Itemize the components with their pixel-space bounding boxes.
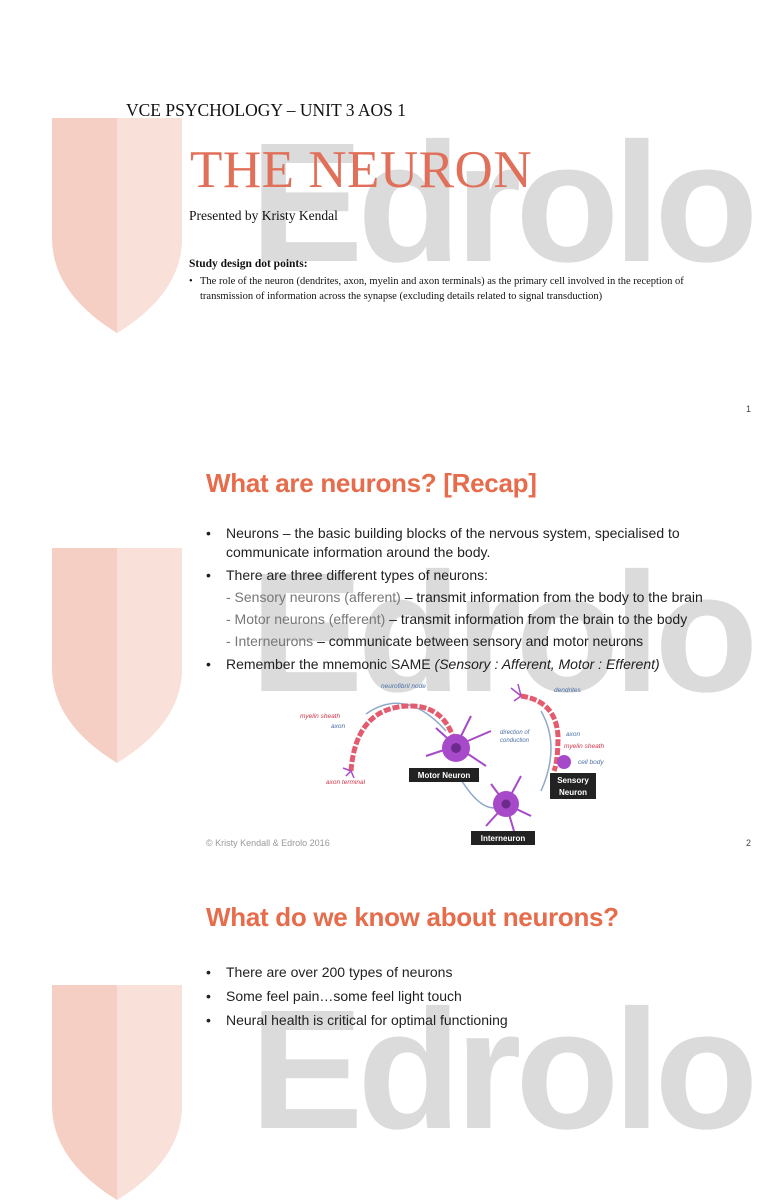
- label-myelin-sheath-right: myelin sheath: [564, 743, 604, 750]
- fact-text: There are over 200 types of neurons: [226, 964, 453, 980]
- page-number-1: 1: [746, 404, 752, 414]
- motor-axon: [348, 703, 459, 772]
- fact-text: Neural health is critical for optimal fu…: [226, 1012, 508, 1028]
- bullet-mnemonic: Remember the mnemonic SAME (Sensory : Af…: [204, 655, 764, 674]
- label-axon-left: axon: [331, 723, 345, 730]
- neuron-facts-list: There are over 200 types of neurons Some…: [204, 963, 744, 1030]
- label-axon-right: axon: [566, 731, 580, 738]
- label-cell-body: cell body: [578, 759, 604, 766]
- motor-neuron-body: [425, 715, 492, 767]
- mnemonic-detail: (Sensory : Afferent, Motor : Efferent): [434, 656, 660, 672]
- neuron-bullet-list: Neurons – the basic building blocks of t…: [204, 524, 764, 674]
- label-direction-1: direction of: [500, 730, 531, 736]
- study-design-label: Study design dot points:: [189, 258, 308, 270]
- sub-bullet-motor: - Motor neurons (efferent) – transmit in…: [204, 610, 764, 629]
- study-point-line2: transmission of information across the s…: [200, 291, 603, 302]
- bullet-text: Neurons – the basic building blocks of t…: [226, 525, 680, 541]
- bullet-neurons-definition: Neurons – the basic building blocks of t…: [204, 524, 764, 562]
- sensory-neuron-label-box: [550, 773, 596, 799]
- study-point-line1: The role of the neuron (dendrites, axon,…: [200, 276, 684, 287]
- sensory-cell-body: [557, 755, 571, 769]
- edrolo-shield-logo-1: [52, 118, 182, 333]
- edrolo-shield-logo-3: [52, 985, 182, 1200]
- label-interneuron: Interneuron: [481, 834, 526, 843]
- label-sensory-2: Neuron: [559, 788, 587, 797]
- label-dendrites: dendrites: [554, 687, 581, 694]
- page-number-2: 2: [746, 838, 752, 848]
- slide-title: THE NEURON: [190, 141, 533, 199]
- sub-bullet-sensory: - Sensory neurons (afferent) – transmit …: [204, 588, 764, 607]
- fact-text: Some feel pain…some feel light touch: [226, 988, 462, 1004]
- interneuron-desc: – communicate between sensory and motor …: [317, 633, 644, 649]
- label-myelin-sheath-left: myelin sheath: [300, 713, 340, 720]
- slide3-title: What do we know about neurons?: [206, 902, 619, 932]
- interneuron-term: - Interneurons: [226, 633, 318, 649]
- sensory-dendrites: [510, 683, 522, 702]
- presenter-line: Presented by Kristy Kendal: [189, 208, 338, 223]
- motor-term: - Motor neurons (efferent): [226, 611, 390, 627]
- motor-desc: – transmit information from the brain to…: [389, 611, 688, 627]
- label-direction-2: conduction: [500, 738, 530, 744]
- bullet-text: There are three different types of neuro…: [226, 567, 489, 583]
- edrolo-shield-logo-2: [52, 548, 182, 763]
- label-motor-neuron: Motor Neuron: [418, 771, 471, 780]
- label-neurofibril-node: neurofibril node: [381, 683, 426, 690]
- axon-terminal-branches: [342, 767, 355, 779]
- course-heading: VCE PSYCHOLOGY – UNIT 3 AOS 1: [126, 100, 407, 120]
- bullet-text: communicate information around the body.: [226, 544, 491, 560]
- sensory-desc: – transmit information from the body to …: [404, 589, 703, 605]
- interneuron-body: [485, 775, 532, 832]
- slide2-title: What are neurons? [Recap]: [206, 468, 537, 498]
- sensory-axon: [520, 693, 561, 772]
- motor-neuron-label-box: [409, 768, 479, 782]
- sub-bullet-interneuron: - Interneurons – communicate between sen…: [204, 632, 764, 651]
- slide2-footer: © Kristy Kendall & Edrolo 2016: [206, 838, 330, 848]
- label-sensory-1: Sensory: [557, 776, 589, 785]
- fact-item: There are over 200 types of neurons: [204, 963, 744, 982]
- fact-item: Neural health is critical for optimal fu…: [204, 1011, 744, 1030]
- label-axon-terminal: axon terminal: [326, 779, 366, 786]
- edrolo-watermark-text-1: Edrolo: [250, 108, 758, 298]
- bullet-three-types: There are three different types of neuro…: [204, 566, 764, 585]
- neuron-types-diagram: neurofibril node myelin sheath axon axon…: [300, 683, 604, 845]
- fact-item: Some feel pain…some feel light touch: [204, 987, 744, 1006]
- conduction-arrow-sensory: [540, 710, 552, 792]
- study-design-point: •The role of the neuron (dendrites, axon…: [189, 274, 749, 304]
- mnemonic-text: Remember the mnemonic SAME: [226, 656, 435, 672]
- sensory-term: - Sensory neurons (afferent): [226, 589, 405, 605]
- interneuron-label-box: [471, 831, 535, 845]
